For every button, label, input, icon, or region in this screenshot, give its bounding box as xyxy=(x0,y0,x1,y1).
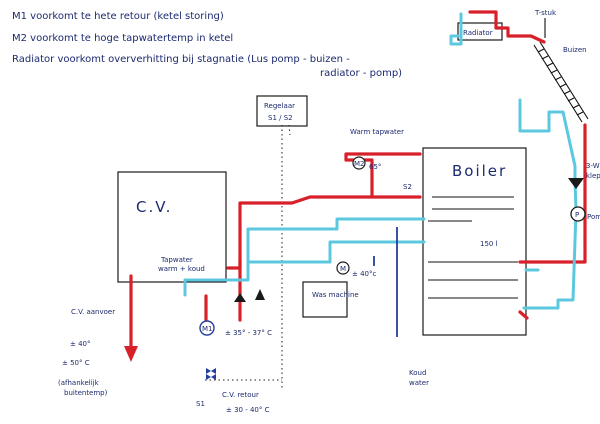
warm-tapwater-label: Warm tapwater xyxy=(350,128,404,136)
hot-pipe-boiler-bottom xyxy=(518,310,529,320)
buizen-label: Buizen xyxy=(563,46,587,54)
pomp-symbol: P xyxy=(575,211,579,219)
hot-pipe-collector-return xyxy=(518,123,587,264)
cv-boiler-box xyxy=(117,171,227,283)
return-arrow-icon xyxy=(255,289,265,300)
cv-aanvoer-label: C.V. aanvoer xyxy=(71,308,115,316)
m2-valve: M2 xyxy=(352,156,366,170)
koud-water-label: Koud xyxy=(409,369,426,377)
note-m1: M1 voorkomt te hete retour (ketel storin… xyxy=(12,11,224,22)
m-small-label: M xyxy=(340,265,346,273)
s1-valve-icon xyxy=(206,368,216,380)
m-wasmachine-valve: M xyxy=(336,261,350,275)
regelaar-box xyxy=(256,95,308,127)
s1-label: S1 xyxy=(196,400,205,408)
tapwater-label: Tapwater xyxy=(160,256,193,264)
afhankelijk-1: (afhankelijk xyxy=(58,379,100,387)
wegklep-label: 3-W xyxy=(586,162,600,170)
pomp-label: Pomp xyxy=(587,213,600,221)
cv-label: C.V. xyxy=(136,198,172,216)
wasmachine-box xyxy=(302,281,348,318)
tapwater-sub-label: warm + koud xyxy=(158,265,205,273)
cold-pipe-tapwater xyxy=(183,217,426,297)
cv-aanvoer-arrow-icon xyxy=(124,346,138,362)
hot-pipe-radiator xyxy=(468,10,546,44)
wegklep-arrow-icon xyxy=(568,178,584,189)
control-line-s2 xyxy=(288,124,291,136)
m-small-temperature: ± 40°c xyxy=(352,270,376,278)
m1-temperature: ± 35° - 37° C xyxy=(225,329,272,337)
cold-pipe-collector-loop xyxy=(518,98,578,310)
wasmachine-label: Was machine xyxy=(312,291,359,299)
koud-water-label-2: water xyxy=(409,379,429,387)
pomp-icon xyxy=(570,206,586,222)
afhankelijk-2: buitentemp) xyxy=(64,389,108,397)
regelaar-sensors: S1 / S2 xyxy=(268,114,293,122)
note-radiator: Radiator voorkomt oververhitting bij sta… xyxy=(12,54,350,65)
m1-label: M1 xyxy=(202,325,213,333)
hot-pipe-main xyxy=(226,152,422,270)
s2-sensor-label: S2 xyxy=(403,183,412,191)
wegklep-label-2: klep xyxy=(586,172,600,180)
m1-valve: M1 xyxy=(199,320,215,336)
regelaar-label: Regelaar xyxy=(264,102,295,110)
cold-pipe-cv-return xyxy=(246,240,426,264)
m2-label: M2 xyxy=(354,160,365,168)
t-stuk-label: T-stuk xyxy=(534,9,557,17)
boiler-label: Boiler xyxy=(452,162,507,180)
radiator-label: Radiator xyxy=(463,29,493,37)
aanvoer-temp-2: ± 50° C xyxy=(62,359,90,367)
retour-temperature: ± 30 - 40° C xyxy=(226,406,270,414)
radiator-box xyxy=(457,22,503,41)
m1-flow-arrow-icon xyxy=(234,293,246,302)
boiler-volume: 150 l xyxy=(480,240,498,248)
cv-retour-label: C.V. retour xyxy=(222,391,259,399)
m2-temperature: 65° xyxy=(369,163,381,171)
solar-collector xyxy=(533,41,589,123)
note-radiator-cont: radiator - pomp) xyxy=(320,68,402,79)
note-m2: M2 voorkomt te hoge tapwatertemp in kete… xyxy=(12,33,233,44)
aanvoer-temp-1: ± 40° xyxy=(70,340,91,348)
cold-pipe-radiator-inlet xyxy=(449,12,463,46)
